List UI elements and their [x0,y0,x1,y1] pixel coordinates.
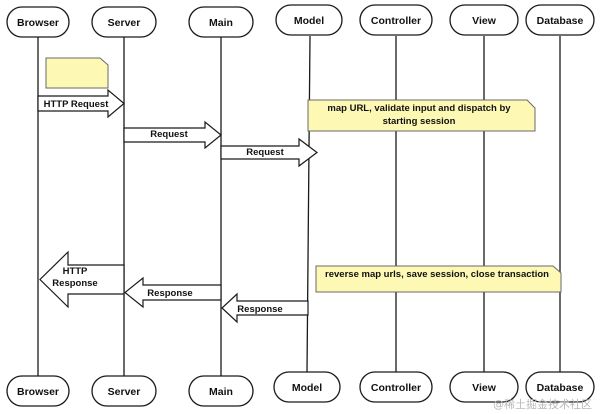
lifeline-database: Database Database [525,4,595,403]
lifeline-model-bottom-box [273,371,341,403]
lifeline-database-bottom-label: Database [537,382,584,394]
message-response-model-main: Response [221,292,309,324]
lifeline-view-bottom-box [449,371,519,403]
message-response-main-server: Response [124,276,222,309]
lifeline-main-bottom-label: Main [209,386,233,398]
request-main-model-label: Request [246,147,284,158]
request-main-model-arrow [220,137,318,168]
message-http-request: HTTP Request [37,88,125,119]
note-reverse-map-text: reverse map urls, save session, close tr… [325,269,549,280]
lifeline-view-top-label: View [472,15,497,27]
note-map-url-line2: starting session [383,116,456,127]
lifeline-database-top-label: Database [537,15,584,27]
lifeline-view: View View [449,4,519,403]
lifeline-main-bottom-box [188,375,254,407]
lifeline-server-top-box [91,6,157,38]
lifeline-browser-bottom-label: Browser [17,386,59,398]
message-http-response: HTTP Response [39,250,125,309]
note-map-url: map URL, validate input and dispatch by … [307,99,536,132]
lifeline-main: Main Main [188,6,254,407]
lifeline-server-top-label: Server [108,17,141,29]
lifeline-main-top-box [188,6,254,38]
note-map-url-shape [307,99,536,132]
response-main-server-label: Response [147,288,192,299]
lifeline-controller-bottom-box [359,371,433,403]
lifeline-main-top-label: Main [209,17,233,29]
request-server-main-arrow [123,120,222,150]
response-model-main-arrow [221,292,309,324]
lifeline-server-bottom-box [91,375,157,407]
lifeline-controller: Controller Controller [359,4,433,403]
watermark: @稀土掘金技术社区 [493,397,592,411]
lifeline-view-top-box [449,4,519,36]
lifeline-controller-top-box [359,4,433,36]
lifeline-browser-top-label: Browser [17,17,59,29]
lifeline-database-top-box [525,4,595,36]
lifeline-browser-top-box [6,6,70,38]
lifeline-model-top-label: Model [294,15,324,27]
request-server-main-label: Request [150,129,188,140]
http-response-label-line1: HTTP [63,266,88,277]
note-reverse-map: reverse map urls, save session, close tr… [315,265,562,293]
lifeline-model-top-box [275,4,343,36]
message-request-server-main: Request [123,120,222,150]
lifeline-browser-bottom-box [6,375,70,407]
note-map-url-line1: map URL, validate input and dispatch by [327,103,511,114]
note-reverse-map-shape [315,265,562,293]
lifeline-model-bottom-label: Model [292,382,322,394]
lifeline-model: Model Model [273,4,343,403]
http-request-label: HTTP Request [44,99,110,110]
http-response-arrow [39,250,125,309]
lifeline-server-bottom-label: Server [108,386,141,398]
message-request-main-model: Request [220,137,318,168]
lifeline-controller-top-label: Controller [371,15,421,27]
http-response-label-line2: Response [52,278,97,289]
lifeline-database-bottom-box [525,371,595,403]
lifeline-server: Server Server [91,6,157,407]
response-model-main-label: Response [237,304,282,315]
response-main-server-arrow [124,276,222,309]
http-request-arrow [37,88,125,119]
blank-note [45,57,109,89]
lifeline-model-line [306,35,311,373]
lifeline-controller-bottom-label: Controller [371,382,421,394]
lifeline-view-bottom-label: View [472,382,497,394]
lifeline-browser: Browser Browser [6,6,70,407]
